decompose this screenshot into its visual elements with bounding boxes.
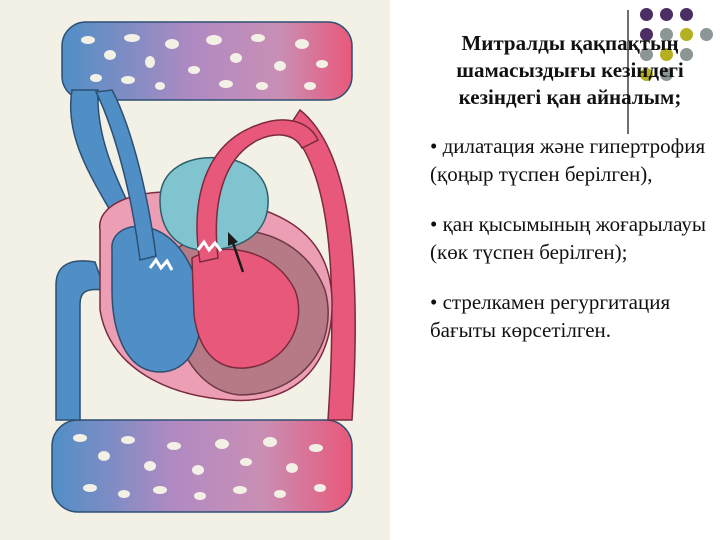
title-line: шамасыздығы кезіндегі [456, 58, 684, 82]
decor-dot [660, 28, 673, 41]
circulation-diagram [0, 0, 390, 540]
decor-dot [700, 28, 713, 41]
decor-dot [660, 48, 673, 61]
descending-aorta [287, 108, 356, 421]
decor-dot-grid [640, 8, 720, 81]
slide-title: Митралды қақпақтың шамасыздығы кезіндегі… [430, 30, 710, 111]
bullet-list: • дилатация және гипертрофия (қоңыр түсп… [430, 132, 712, 366]
decor-dot [660, 8, 673, 21]
tricuspid-valve [148, 257, 174, 271]
decor-dot [640, 48, 653, 61]
regurgitation-arrow-icon [228, 232, 245, 273]
bullet-item: • дилатация және гипертрофия (қоңыр түсп… [430, 134, 706, 186]
decor-dot [660, 68, 673, 81]
decor-dot [680, 28, 693, 41]
lower-capillary-network [51, 419, 353, 513]
upper-capillary-network [61, 21, 353, 101]
decor-dot [640, 28, 653, 41]
bullet-item: • стрелкамен регургитация бағыты көрсеті… [430, 290, 671, 342]
bullet-item: • қан қысымының жоғарылауы (көк түспен б… [430, 212, 706, 264]
decor-dot [680, 48, 693, 61]
pulmonary-artery [94, 89, 157, 261]
mitral-valve [196, 239, 223, 253]
decor-dot [640, 8, 653, 21]
decor-dot [640, 68, 653, 81]
title-line: Митралды қақпақтың [461, 31, 679, 55]
aortic-arch [196, 119, 319, 263]
left-ventricle-cavity [191, 248, 300, 369]
decor-dot [680, 8, 693, 21]
title-line: кезіндегі қан айналым; [458, 85, 682, 109]
decor-vertical-line [627, 10, 629, 134]
